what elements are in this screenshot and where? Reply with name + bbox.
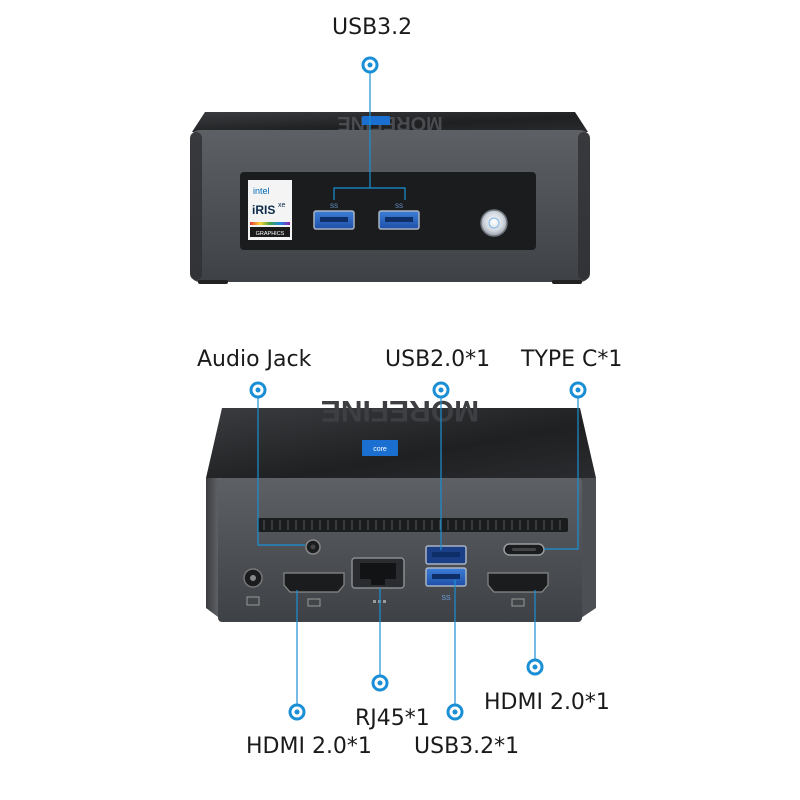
intel-iris-badge: intel iRIS xe GRAPHICS bbox=[248, 180, 292, 240]
hdmi-right-icon bbox=[511, 598, 525, 607]
front-view-device: MOREFINE intel iRIS xe GRAPHICS SS SS bbox=[190, 112, 590, 284]
device-left-edge bbox=[190, 132, 202, 280]
usb32-ss-mark: SS bbox=[441, 595, 451, 602]
rear-brand-text: MOREFINE bbox=[321, 394, 479, 427]
badge-product-sup: xe bbox=[278, 202, 286, 209]
svg-text:SS: SS bbox=[395, 204, 403, 210]
callout-usb32-top bbox=[333, 56, 406, 200]
badge-brand-text: intel bbox=[253, 186, 270, 196]
label-usb32-top: USB3.2 bbox=[332, 15, 413, 40]
marker-rj45 bbox=[371, 674, 389, 692]
hdmi-port-left bbox=[283, 572, 345, 593]
marker-type-c bbox=[569, 381, 587, 399]
device-right-edge bbox=[578, 132, 590, 280]
badge-tagline-text: GRAPHICS bbox=[256, 231, 285, 237]
label-hdmi-right: HDMI 2.0*1 bbox=[484, 690, 610, 715]
label-audio-jack: Audio Jack bbox=[197, 347, 312, 372]
rear-device-top-surface bbox=[206, 408, 596, 478]
callout-line-typec bbox=[544, 397, 579, 550]
vent-slats bbox=[263, 520, 561, 530]
chip-sticker-text: core bbox=[373, 446, 387, 453]
marker-audio-jack bbox=[249, 381, 267, 399]
marker-usb32 bbox=[446, 703, 464, 721]
device-foot-right bbox=[552, 280, 582, 284]
device-foot-left bbox=[198, 280, 228, 284]
rear-callout-markers bbox=[249, 381, 587, 721]
power-button bbox=[480, 209, 508, 237]
label-usb32: USB3.2*1 bbox=[414, 734, 520, 759]
chip-sticker-rear bbox=[362, 440, 398, 456]
label-usb2: USB2.0*1 bbox=[385, 347, 491, 372]
badge-tagline-bg bbox=[250, 227, 290, 237]
label-hdmi-left: HDMI 2.0*1 bbox=[246, 734, 372, 759]
callout-line-audio bbox=[257, 397, 305, 546]
rear-callout-lines bbox=[257, 397, 579, 705]
badge-product-text: iRIS bbox=[252, 203, 275, 217]
front-usb-port-2: SS bbox=[378, 204, 420, 230]
hdmi-port-right bbox=[487, 572, 549, 593]
rear-device-right-side bbox=[578, 478, 596, 620]
label-rj45: RJ45*1 bbox=[355, 706, 430, 731]
marker-hdmi-right bbox=[526, 658, 544, 676]
dc-in-icon bbox=[246, 596, 260, 606]
callout-line bbox=[333, 72, 406, 200]
rear-view-device: MOREFINE core bbox=[206, 394, 596, 622]
label-type-c: TYPE C*1 bbox=[521, 347, 623, 372]
marker-usb2 bbox=[432, 381, 450, 399]
power-button-ring bbox=[488, 217, 500, 229]
badge-color-stripe bbox=[250, 222, 290, 225]
front-usb-port-1: SS bbox=[313, 204, 355, 230]
marker-hdmi-left bbox=[288, 703, 306, 721]
hdmi-left-icon bbox=[307, 598, 321, 607]
chip-sticker-top bbox=[362, 116, 390, 125]
svg-text:SS: SS bbox=[330, 204, 338, 210]
